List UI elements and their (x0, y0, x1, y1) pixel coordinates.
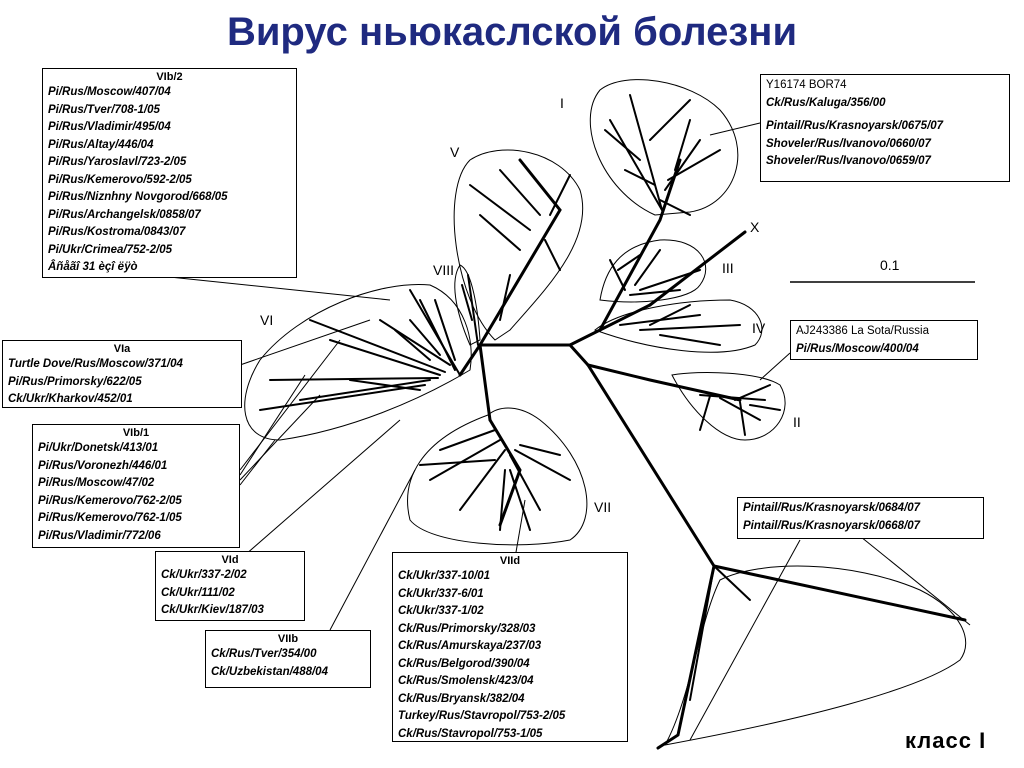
clade-label-iii: III (722, 260, 734, 276)
list-item: Ck/Ukr/111/02 (161, 586, 235, 599)
list-item: Ck/Rus/Amurskaya/237/03 (398, 640, 542, 652)
list-item: Ck/Rus/Bryansk/382/04 (398, 692, 525, 705)
list-item: Pi/Rus/Vladimir/772/06 (38, 529, 161, 542)
clade-label-i: I (560, 95, 564, 111)
list-item: Pi/Ukr/Donetsk/413/01 (38, 442, 159, 454)
list-item: Pi/Ukr/Crimea/752-2/05 (48, 243, 173, 256)
group-vid-box: VId Ck/Ukr/337-2/02 Ck/Ukr/111/02 Ck/Ukr… (155, 551, 305, 621)
clade-label-ii: II (793, 414, 801, 430)
list-item: Shoveler/Rus/Ivanovo/0659/07 (766, 155, 931, 167)
list-item: Ck/Ukr/337-1/02 (398, 605, 484, 617)
list-item: Pintail/Rus/Krasnoyarsk/0684/07 (743, 502, 921, 514)
clade-label-vii: VII (594, 499, 611, 515)
group-viib-header: VIIb (277, 633, 299, 645)
list-item: Pi/Rus/Kemerovo/762-2/05 (38, 494, 182, 507)
clade-outline-viii (454, 264, 481, 346)
list-item: Ck/Ukr/Kharkov/452/01 (8, 393, 133, 405)
clade-outline-vii (407, 407, 588, 546)
list-item: Pi/Rus/Niznhny Novgorod/668/05 (48, 191, 228, 203)
list-item: Ck/Ukr/337-10/01 (398, 570, 491, 582)
list-item: Pi/Rus/Yaroslavl/723-2/05 (48, 156, 187, 168)
group-via-box: VIa Turtle Dove/Rus/Moscow/371/04 Pi/Rus… (2, 340, 242, 408)
group-viid-header: VIId (499, 555, 521, 567)
group-vib2-box: VIb/2 Pi/Rus/Moscow/407/04 Pi/Rus/Tver/7… (42, 68, 297, 278)
group-iv-box: AJ243386 La Sota/Russia Pi/Rus/Moscow/40… (790, 320, 978, 360)
clade-label-x: X (750, 219, 760, 235)
list-item: Pi/Rus/Voronezh/446/01 (38, 459, 168, 472)
clade-outline-ii (671, 372, 786, 441)
group-viid-box: VIId Ck/Ukr/337-10/01 Ck/Ukr/337-6/01 Ck… (392, 552, 628, 742)
list-item: AJ243386 La Sota/Russia (796, 325, 929, 337)
clade-label-viii: VIII (433, 262, 454, 278)
list-item: Turkey/Rus/Stavropol/753-2/05 (398, 710, 566, 722)
clade-label-iv: IV (752, 320, 766, 336)
clade-outline-iv (593, 299, 763, 353)
group-vib2-header: VIb/2 (156, 71, 183, 83)
group-via-header: VIa (113, 343, 131, 355)
list-item: Ck/Rus/Belgorod/390/04 (398, 657, 530, 670)
list-item: Pi/Rus/Tver/708-1/05 (48, 103, 160, 116)
scale-label: 0.1 (880, 257, 900, 273)
group-vid-header: VId (221, 554, 239, 566)
list-item: Pi/Rus/Vladimir/495/04 (48, 121, 171, 133)
list-item: Pi/Rus/Archangelsk/0858/07 (48, 208, 201, 221)
group-class-i-box: Pintail/Rus/Krasnoyarsk/0684/07 Pintail/… (737, 497, 984, 539)
list-item: Ck/Ukr/Kiev/187/03 (161, 604, 264, 616)
list-item: Pintail/Rus/Krasnoyarsk/0668/07 (743, 519, 921, 532)
list-item: Ck/Rus/Kaluga/356/00 (766, 96, 886, 109)
clade-label-vi: VI (260, 312, 273, 328)
list-item: Ck/Ukr/337-6/01 (398, 587, 484, 600)
clade-label-v: V (450, 144, 460, 160)
list-item: Ck/Rus/Primorsky/328/03 (398, 622, 536, 635)
group-viib-box: VIIb Ck/Rus/Tver/354/00 Ck/Uzbekistan/48… (205, 630, 371, 688)
list-item: Âñåãî 31 èçî ëÿò (48, 261, 138, 273)
page-title: Вирус ньюкаслской болезни (226, 10, 798, 54)
list-item: Pi/Rus/Kemerovo/592-2/05 (48, 173, 192, 186)
list-item: Pi/Rus/Kostroma/0843/07 (48, 226, 186, 238)
list-item: Pintail/Rus/Krasnoyarsk/0675/07 (766, 120, 944, 132)
list-item: Turtle Dove/Rus/Moscow/371/04 (8, 358, 183, 370)
list-item: Pi/Rus/Kemerovo/762-1/05 (38, 512, 182, 524)
list-item: Ck/Rus/Smolensk/423/04 (398, 675, 534, 687)
clade-outline-v (453, 149, 584, 341)
list-item: Pi/Rus/Altay/446/04 (48, 138, 154, 151)
list-item: Ck/Rus/Tver/354/00 (211, 648, 317, 660)
clade-outline-i (589, 79, 739, 216)
group-i-box: Y16174 BOR74 Ck/Rus/Kaluga/356/00 Pintai… (760, 74, 1010, 182)
group-vib1-header: VIb/1 (122, 427, 150, 439)
clade-outline-vi (244, 283, 472, 441)
list-item: Pi/Rus/Moscow/407/04 (48, 86, 171, 98)
list-item: Pi/Rus/Moscow/400/04 (796, 342, 919, 355)
class-label: класс I (905, 728, 987, 753)
list-item: Shoveler/Rus/Ivanovo/0660/07 (766, 137, 931, 150)
list-item: Pi/Rus/Moscow/47/02 (38, 477, 155, 489)
list-item: Ck/Ukr/337-2/02 (161, 569, 247, 581)
list-item: Ck/Uzbekistan/488/04 (211, 665, 328, 678)
list-item: Pi/Rus/Primorsky/622/05 (8, 375, 142, 388)
group-vib1-box: VIb/1 Pi/Ukr/Donetsk/413/01 Pi/Rus/Voron… (32, 424, 240, 548)
list-item: Ck/Rus/Stavropol/753-1/05 (398, 727, 543, 740)
list-item: Y16174 BOR74 (766, 79, 847, 91)
